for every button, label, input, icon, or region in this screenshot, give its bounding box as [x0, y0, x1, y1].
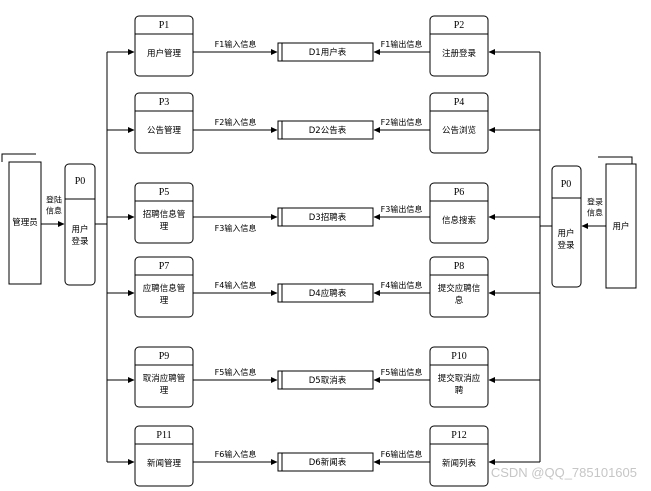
data-store-label: D6新闻表 [309, 457, 347, 468]
data-store-box [277, 283, 374, 303]
process-p11: P11 新闻管理 [134, 425, 194, 487]
flow-out-label: F4输出信息 [381, 280, 423, 290]
entity-admin: 管理员 [1, 153, 42, 285]
process-p10-name: 提交取消应聘 [438, 373, 481, 396]
process-p0-right-name: 用户登录 [557, 228, 575, 251]
data-store-label: D3招聘表 [309, 212, 347, 223]
process-p0-left-name: 用户登录 [71, 224, 89, 247]
data-store-3: D3招聘表 [277, 207, 374, 227]
process-p4: P4 公告浏览 [429, 92, 489, 154]
process-p4-name: 公告浏览 [442, 125, 476, 136]
process-p3-box [134, 92, 194, 154]
process-p12-box [429, 425, 489, 487]
process-p1-id: P1 [159, 20, 170, 31]
process-p11-name: 新闻管理 [147, 458, 182, 469]
process-p8: P8 提交应聘信息 [429, 256, 489, 318]
process-p3-name: 公告管理 [147, 125, 182, 136]
process-p12-name: 新闻列表 [442, 458, 477, 469]
flow-in-label: F4输入信息 [215, 280, 257, 290]
data-store-label: D4应聘表 [309, 288, 347, 299]
watermark: CSDN @QQ_785101605 [491, 465, 637, 480]
process-p7-name: 应聘信息管理 [143, 283, 186, 306]
process-p9-id: P9 [159, 351, 170, 362]
process-p5-box [134, 182, 194, 244]
process-p6-name: 信息搜索 [442, 215, 476, 226]
process-p0-right: P0 用户登录 [551, 165, 582, 288]
process-p10-box [429, 346, 489, 408]
flow-out-label: F6输出信息 [381, 449, 423, 459]
process-p8-box [429, 256, 489, 318]
process-p3-id: P3 [159, 97, 170, 108]
data-store-label: D2公告表 [309, 125, 347, 136]
flow-in-label: F3输入信息 [215, 223, 257, 233]
row-4: P7 应聘信息管理 F4输入信息 D4应聘表 F4输出信息 P8 提交应聘信息 [107, 256, 540, 318]
process-p3: P3 公告管理 [134, 92, 194, 154]
process-p1-box [134, 15, 194, 77]
process-p4-box [429, 92, 489, 154]
data-store-4: D4应聘表 [277, 283, 374, 303]
flow-in-label: F1输入信息 [215, 39, 257, 49]
process-p7: P7 应聘信息管理 [134, 256, 194, 318]
row-1: P1 用户管理 F1输入信息 D1用户表 F1输出信息 P2 注册登录 [107, 15, 540, 77]
row-6: P11 新闻管理 F6输入信息 D6新闻表 F6输出信息 P12 新闻列表 [107, 425, 540, 487]
data-store-2: D2公告表 [277, 120, 374, 140]
process-p11-id: P11 [156, 430, 171, 441]
process-p8-name: 提交应聘信息 [438, 283, 481, 306]
process-p1-name: 用户管理 [147, 48, 182, 59]
process-p10: P10 提交取消应聘 [429, 346, 489, 408]
row-3: P5 招聘信息管理 F3输入信息 D3招聘表 F3输出信息 P6 信息搜索 [107, 182, 540, 244]
data-store-box [277, 370, 374, 390]
flow-in-label: F6输入信息 [215, 449, 257, 459]
process-p5: P5 招聘信息管理 [134, 182, 194, 244]
flow-user-to-p0-label: 登录信息 [587, 197, 603, 218]
data-store-box [277, 452, 374, 472]
process-p9-name: 取消应聘管理 [143, 373, 186, 396]
process-p2-id: P2 [454, 20, 465, 31]
process-rows: P1 用户管理 F1输入信息 D1用户表 F1输出信息 P2 注册登录 P3 公告管理 F2输入信… [107, 15, 540, 487]
process-p6-box [429, 182, 489, 244]
data-store-1: D1用户表 [277, 42, 374, 62]
flow-admin-to-p0-label: 登陆信息 [46, 195, 62, 216]
data-store-label: D1用户表 [309, 47, 347, 58]
data-store-5: D5取消表 [277, 370, 374, 390]
process-p12-id: P12 [451, 430, 467, 441]
process-p10-id: P10 [451, 351, 467, 362]
entity-user: 用户 [598, 156, 637, 289]
process-p9-box [134, 346, 194, 408]
entity-admin-label: 管理员 [12, 217, 38, 228]
entity-user-label: 用户 [612, 221, 629, 232]
process-p7-box [134, 256, 194, 318]
process-p8-id: P8 [454, 261, 465, 272]
process-p12: P12 新闻列表 [429, 425, 489, 487]
process-p11-box [134, 425, 194, 487]
process-p5-name: 招聘信息管理 [143, 209, 186, 232]
process-p2-box [429, 15, 489, 77]
process-p0-left: P0 用户登录 [64, 163, 96, 286]
data-store-label: D5取消表 [309, 375, 347, 386]
process-p2-name: 注册登录 [442, 48, 477, 59]
data-store-box [277, 42, 374, 62]
data-store-box [277, 207, 374, 227]
process-p0-right-id: P0 [561, 179, 572, 190]
row-2: P3 公告管理 F2输入信息 D2公告表 F2输出信息 P4 公告浏览 [107, 92, 540, 154]
process-p7-id: P7 [159, 261, 170, 272]
process-p1: P1 用户管理 [134, 15, 194, 77]
process-p9: P9 取消应聘管理 [134, 346, 194, 408]
process-p6-id: P6 [454, 187, 465, 198]
process-p0-left-id: P0 [75, 176, 86, 187]
flow-out-label: F2输出信息 [381, 117, 423, 127]
flow-in-label: F2输入信息 [215, 117, 257, 127]
flow-out-label: F1输出信息 [381, 39, 423, 49]
process-p4-id: P4 [454, 97, 465, 108]
flow-out-label: F3输出信息 [381, 204, 423, 214]
data-store-6: D6新闻表 [277, 452, 374, 472]
process-p6: P6 信息搜索 [429, 182, 489, 244]
flow-in-label: F5输入信息 [215, 367, 257, 377]
process-p5-id: P5 [159, 187, 170, 198]
row-5: P9 取消应聘管理 F5输入信息 D5取消表 F5输出信息 P10 提交取消应聘 [107, 346, 540, 408]
flow-out-label: F5输出信息 [381, 367, 423, 377]
data-store-box [277, 120, 374, 140]
process-p2: P2 注册登录 [429, 15, 489, 77]
